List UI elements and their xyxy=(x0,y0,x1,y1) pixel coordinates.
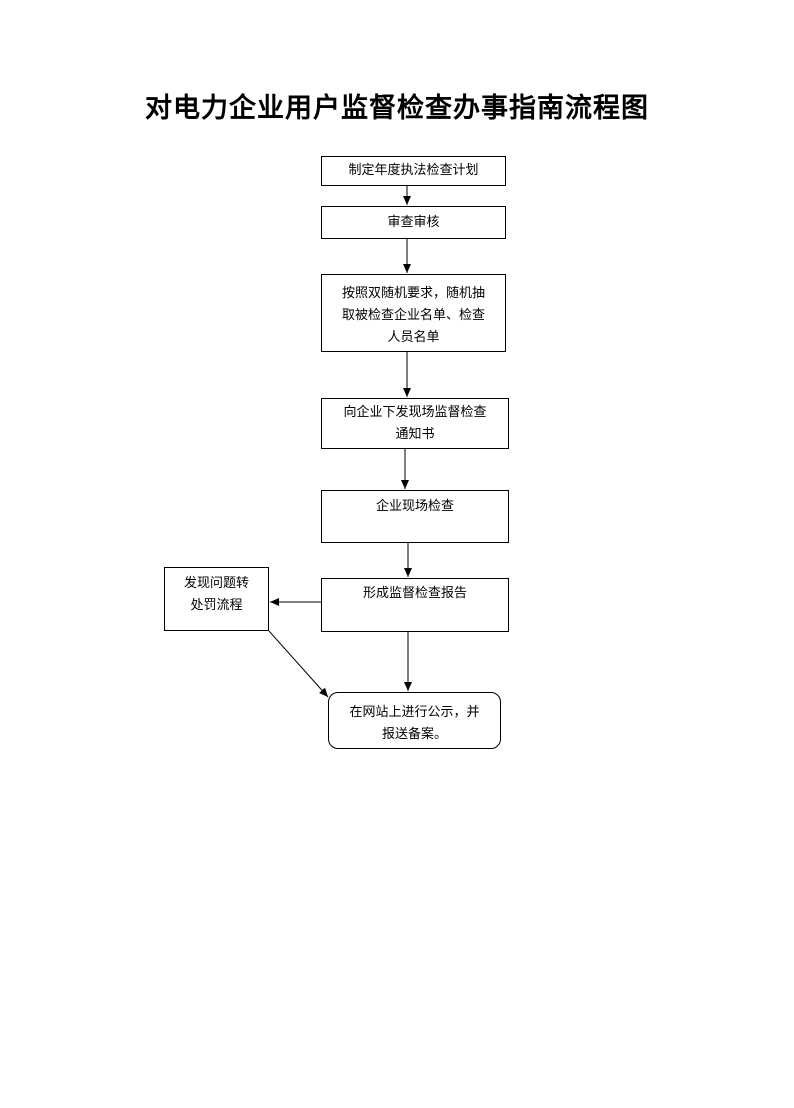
step-publish-line-2: 报送备案。 xyxy=(381,727,447,742)
step-review-box: 审查审核 xyxy=(321,206,506,239)
step-notice-box: 向企业下发现场监督检查 通知书 xyxy=(321,398,509,449)
step-notice-line-2: 通知书 xyxy=(395,427,435,442)
side-step-penalty-box: 发现问题转 处罚流程 xyxy=(164,567,269,631)
step-random-selection-box: 按照双随机要求，随机抽 取被检查企业名单、检查 人员名单 xyxy=(321,274,506,352)
side-step-penalty-line-1: 发现问题转 xyxy=(183,576,249,591)
step-publish-line-1: 在网站上进行公示，并 xyxy=(349,705,480,720)
step-annual-plan-box: 制定年度执法检查计划 xyxy=(321,156,506,186)
step-onsite-inspection-box: 企业现场检查 xyxy=(321,490,509,543)
step-report-box: 形成监督检查报告 xyxy=(321,578,509,632)
step-random-selection-line-3: 人员名单 xyxy=(387,330,440,345)
page-title: 对电力企业用户监督检查办事指南流程图 xyxy=(145,93,649,124)
step-random-selection-line-1: 按照双随机要求，随机抽 xyxy=(341,286,485,301)
step-publish-box: 在网站上进行公示，并 报送备案。 xyxy=(328,692,501,749)
step-notice-line-1: 向企业下发现场监督检查 xyxy=(343,405,487,420)
side-step-penalty-line-2: 处罚流程 xyxy=(190,598,243,613)
arrow-penalty-to-publish xyxy=(268,630,329,698)
step-report-text: 形成监督检查报告 xyxy=(362,586,467,601)
step-annual-plan-text: 制定年度执法检查计划 xyxy=(348,163,479,178)
step-review-text: 审查审核 xyxy=(387,215,440,230)
step-random-selection-line-2: 取被检查企业名单、检查 xyxy=(341,308,485,323)
step-onsite-inspection-text: 企业现场检查 xyxy=(375,499,454,514)
